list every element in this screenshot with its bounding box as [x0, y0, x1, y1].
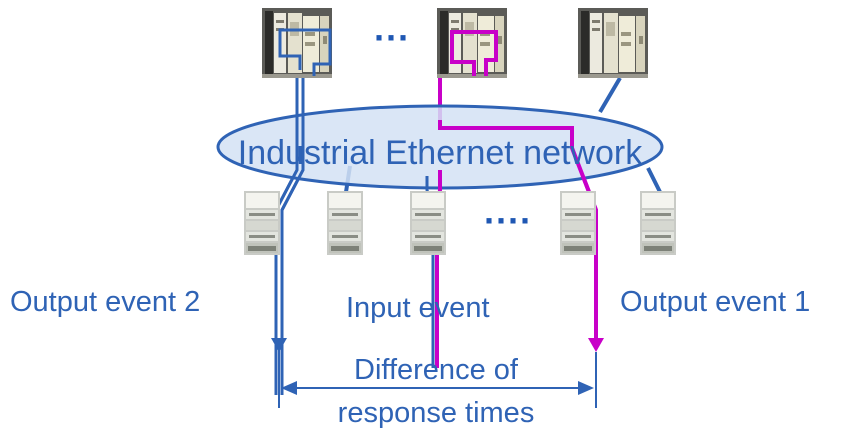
dimension-arrow-left: [281, 381, 297, 395]
io-module-icon: [560, 191, 596, 255]
path-output-event-2-overlay: [274, 110, 305, 340]
output-event-1-label: Output event 1: [620, 286, 810, 318]
controller-1-highlight: [278, 28, 332, 76]
output-1-arrowhead: [588, 338, 604, 352]
difference-label-line2: response times: [338, 397, 535, 429]
difference-label-line1: Difference of: [354, 354, 519, 386]
io-module-icon: [640, 191, 676, 255]
io-module-icon: [327, 191, 363, 255]
path-input-event-overlay: [438, 120, 598, 340]
controller-2-highlight: [450, 30, 498, 76]
input-event-label: Input event: [346, 292, 490, 324]
output-event-2-label: Output event 2: [10, 286, 200, 318]
plc-rack-icon: [262, 8, 332, 78]
response-time-dimension: [278, 340, 597, 408]
devices-ellipsis: ····: [484, 200, 532, 241]
link-device-6: [646, 167, 662, 193]
io-module-icon: [244, 191, 280, 255]
network-label: Industrial Ethernet network: [238, 134, 643, 172]
device-row: [244, 191, 676, 255]
dimension-arrow-right: [578, 381, 594, 395]
plc-rack-icon: [578, 8, 648, 78]
link-controller-3: [598, 76, 622, 114]
controllers-ellipsis: ···: [374, 17, 410, 58]
io-module-icon: [410, 191, 446, 255]
controller-row: [262, 8, 648, 78]
